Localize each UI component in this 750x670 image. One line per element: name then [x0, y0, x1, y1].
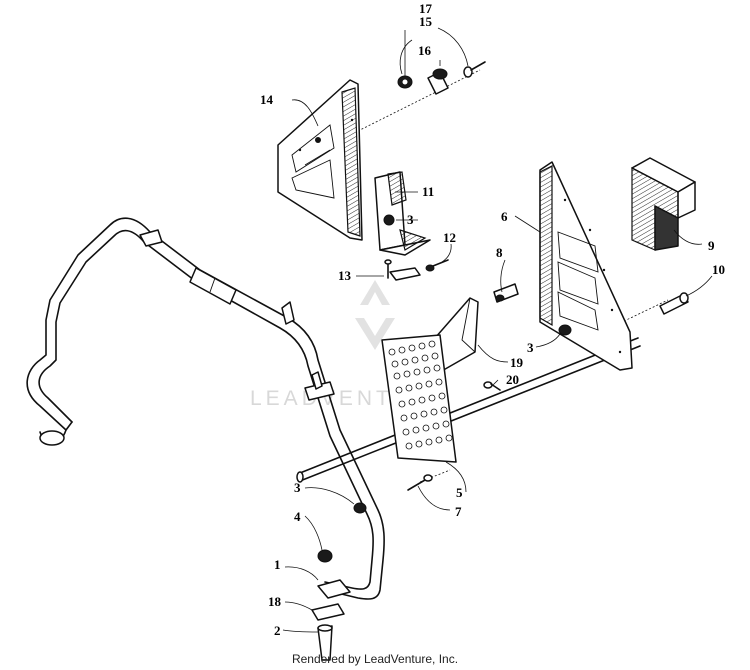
axle-shaft [296, 337, 641, 483]
pin-and-clip [384, 259, 449, 281]
leader-lines [282, 27, 713, 633]
callout-13: 13 [338, 268, 352, 283]
callout-8: 8 [496, 245, 503, 260]
callout-17: 17 [419, 1, 433, 16]
clip-8 [493, 283, 519, 303]
callout-10: 10 [712, 262, 725, 277]
callout-2: 2 [274, 623, 281, 638]
callout-3-right: 3 [527, 340, 534, 355]
callout-1: 1 [274, 557, 281, 572]
callout-14: 14 [260, 92, 274, 107]
tubular-frame [26, 217, 385, 600]
callout-7: 7 [455, 504, 462, 519]
callout-19: 19 [510, 355, 524, 370]
callout-20: 20 [506, 372, 519, 387]
callout-3-pivot: 3 [407, 212, 414, 227]
lower-hardware [311, 502, 367, 661]
pivot-block [374, 171, 431, 256]
callout-4: 4 [294, 509, 301, 524]
callout-16: 16 [418, 43, 432, 58]
callout-15: 15 [419, 14, 433, 29]
bolt-10 [659, 292, 689, 315]
callout-18: 18 [268, 594, 282, 609]
callout-9: 9 [708, 238, 715, 253]
foam-bumper-block [631, 157, 696, 251]
left-bracket-plate [277, 79, 363, 241]
bolt-15 [463, 66, 473, 78]
callout-12: 12 [443, 230, 456, 245]
upper-hardware [397, 61, 486, 95]
callout-labels: 1 2 3 3 3 4 5 6 7 8 9 10 11 12 13 14 15 … [260, 1, 725, 638]
pin-7 [407, 474, 433, 491]
callout-11: 11 [422, 184, 434, 199]
right-bracket-plate [539, 161, 633, 371]
callout-3-lower: 3 [294, 480, 301, 495]
callout-5: 5 [456, 485, 463, 500]
footer-credit: Rendered by LeadVenture, Inc. [291, 652, 459, 666]
callout-6: 6 [501, 209, 508, 224]
perforated-foot-plate [381, 334, 457, 463]
